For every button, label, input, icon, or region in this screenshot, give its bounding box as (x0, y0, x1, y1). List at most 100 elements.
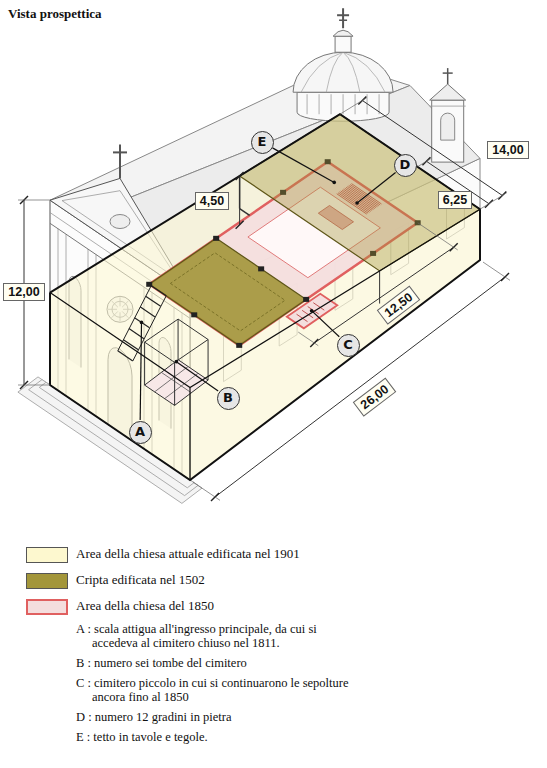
dimension-line (314, 247, 453, 343)
coat-of-arms (110, 215, 130, 229)
facade-cross (119, 144, 121, 178)
leader-dot (310, 309, 314, 313)
bell-opening (441, 113, 455, 140)
leader-line (357, 172, 396, 203)
leader-line (140, 322, 141, 420)
entrance-step (123, 340, 138, 350)
callout-letter: D (400, 157, 411, 172)
tower-cross (443, 72, 453, 74)
callout-circle: D (394, 154, 417, 177)
extension-line (18, 385, 50, 386)
extension-line (480, 193, 507, 209)
note-text: A : scala attigua all'ingresso principal… (76, 622, 364, 650)
dome-rib (301, 52, 343, 92)
legend-row: Cripta edificata nel 1502 (26, 572, 446, 590)
legend-text: Area della chiesa attuale edificata nel … (76, 546, 300, 562)
note-text: E : tetto in tavole e tegole. (76, 730, 364, 744)
callout-circle: C (337, 334, 360, 357)
callout-letter: A (135, 424, 145, 439)
lantern-cap (333, 30, 353, 36)
dimension-line (239, 176, 240, 225)
dimension-line (362, 100, 502, 195)
callout-circle: E (251, 131, 274, 154)
callout-letter: B (223, 390, 233, 405)
legend-row: Area della chiesa del 1850 (26, 598, 446, 616)
dimension-value: 26,00 (353, 377, 397, 416)
extension-line (418, 223, 458, 250)
pillar-mark (303, 297, 309, 302)
crypt-1502 (149, 238, 306, 345)
tomb-top (145, 319, 209, 362)
entrance-step (118, 351, 133, 361)
legend-text: Cripta edificata nel 1502 (76, 572, 205, 588)
church-1901-top (50, 114, 480, 387)
callout-circle: B (217, 387, 240, 410)
pillar-mark (213, 236, 219, 241)
tower-cornice (430, 106, 466, 107)
leader-line (272, 148, 334, 183)
dimension-value: 12,00 (3, 283, 44, 301)
entrance-step (146, 296, 161, 306)
dome-rib (343, 52, 385, 92)
drum-pilaster (355, 94, 356, 114)
roof-plane (240, 114, 480, 271)
pillar-mark (236, 343, 242, 348)
dimension-value: 12,50 (377, 286, 421, 325)
entrance-step (151, 286, 166, 296)
note-text: D : numero 12 gradini in pietra (76, 710, 364, 724)
dome-cross (339, 19, 347, 21)
tomb-edge (174, 362, 175, 405)
entrance-step (140, 307, 155, 317)
stair-string (118, 286, 151, 351)
callout-circle: A (129, 421, 152, 444)
dome-cross (337, 14, 349, 16)
dome-cross (342, 8, 344, 28)
note-text: C : cimitero piccolo in cui si continuar… (76, 676, 364, 704)
drum-pilaster (307, 94, 308, 114)
dome (293, 52, 393, 92)
drum-pilaster (331, 94, 332, 114)
dimension-value: 14,00 (487, 141, 528, 159)
crypt-inner (170, 253, 285, 331)
view-title: Vista prospettica (8, 6, 102, 22)
pillar-mark (258, 266, 264, 271)
lantern (335, 36, 351, 52)
extension-line (340, 98, 367, 114)
dimension-tick (236, 172, 244, 180)
drum-pilaster (319, 94, 320, 114)
note-text: B : numero sei tombe del cimitero (76, 656, 364, 670)
dimension-value: 6,25 (438, 191, 472, 209)
extension-line (193, 482, 220, 500)
tomb-edge (144, 342, 145, 385)
extension-line (483, 262, 510, 280)
extension-line (298, 332, 318, 346)
leader-line (176, 362, 218, 391)
legend-swatch (26, 573, 68, 589)
legend-row: Area della chiesa attuale edificata nel … (26, 546, 446, 564)
extension-line (418, 159, 431, 167)
extension-line (18, 200, 50, 201)
legend-swatch (26, 547, 68, 563)
dimension-tick (236, 221, 244, 229)
leader-dot (175, 360, 179, 364)
callout-letter: E (258, 134, 267, 149)
dimension-line (215, 277, 505, 497)
facade-cross (113, 151, 127, 153)
callout-letter: C (343, 337, 353, 352)
stair-string (133, 296, 166, 361)
tomb-edge (178, 319, 179, 360)
tomb-edge (208, 339, 209, 380)
leader-dot (355, 201, 359, 205)
tower-cap (430, 84, 466, 100)
church-1901-edge (50, 209, 480, 387)
bell-tower (432, 100, 464, 162)
dimension-value: 4,50 (195, 192, 229, 210)
roof-support (240, 209, 250, 216)
drum-pilaster (343, 94, 344, 114)
leader-line (312, 311, 340, 337)
legend-text: Area della chiesa del 1850 (76, 598, 214, 614)
leader-dot (332, 181, 336, 185)
dome-rib (326, 52, 343, 92)
